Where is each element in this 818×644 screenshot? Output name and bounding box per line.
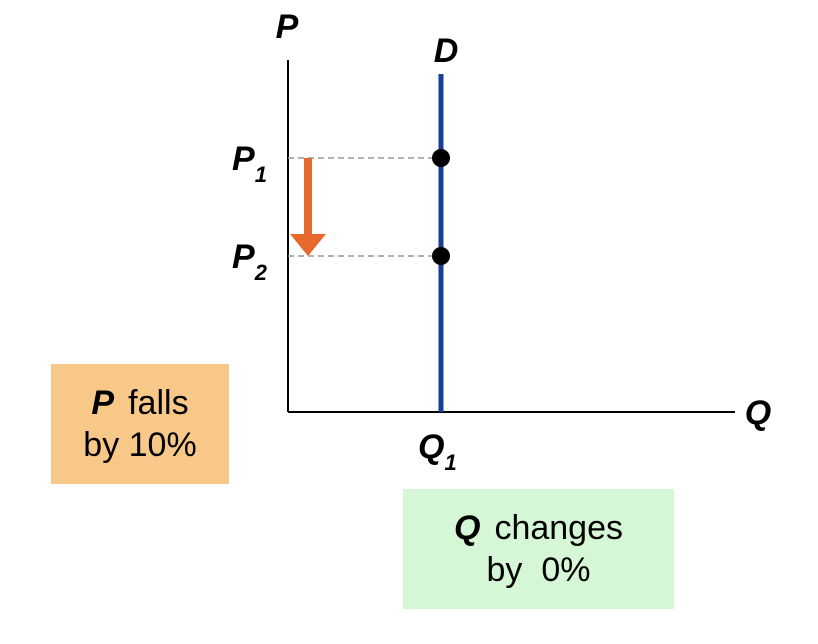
price-change-verb: falls [128, 383, 189, 422]
q1-label: Q1 [418, 428, 457, 475]
point-p2 [432, 247, 450, 265]
y-axis-label: P [276, 8, 299, 46]
p2-letter: P [232, 238, 255, 276]
quantity-change-amount: by 0% [486, 551, 591, 589]
p1-subscript: 1 [255, 162, 267, 187]
price-fall-arrow-icon [290, 158, 326, 256]
p1-letter: P [232, 140, 255, 178]
q1-subscript: 1 [444, 450, 456, 475]
p2-label: P2 [232, 238, 268, 285]
demand-curve-label: D [434, 32, 459, 70]
p2-subscript: 2 [254, 260, 268, 285]
point-p1 [432, 149, 450, 167]
price-change-amount: by 10% [83, 426, 197, 464]
quantity-change-verb: changes [494, 508, 623, 547]
p1-label: P1 [232, 140, 267, 187]
q1-letter: Q [418, 428, 444, 466]
x-axis-label: Q [745, 394, 771, 432]
quantity-change-variable: Q [454, 508, 481, 547]
price-change-variable: P [91, 383, 115, 422]
